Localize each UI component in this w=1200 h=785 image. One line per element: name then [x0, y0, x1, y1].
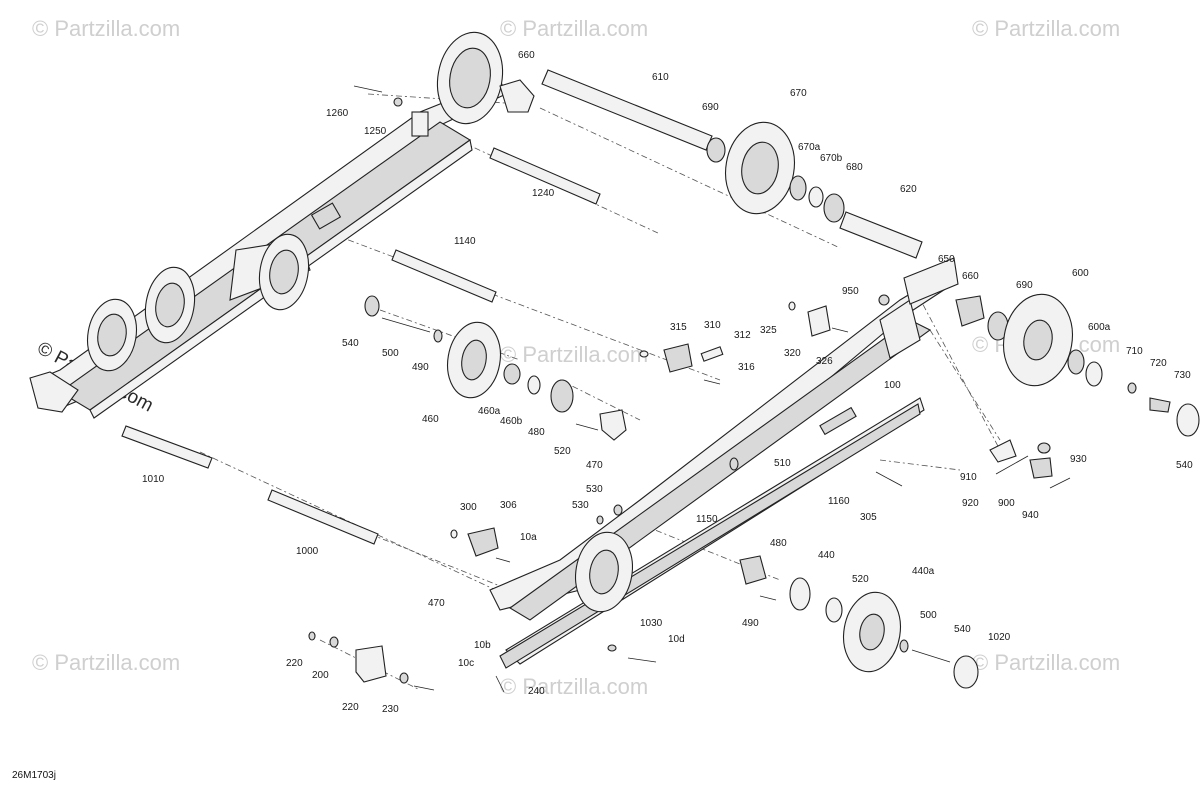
callout: 460 [422, 414, 439, 425]
callout: 600 [1072, 268, 1089, 279]
callout: 490 [742, 618, 759, 629]
callout: 200 [312, 670, 329, 681]
callout: 950 [842, 286, 859, 297]
right-wheel-parts [955, 293, 1200, 489]
callout: 316 [738, 362, 755, 373]
callout: 1030 [640, 618, 663, 629]
callout: 10a [520, 532, 537, 543]
callout: 480 [770, 538, 787, 549]
callout: 530 [572, 500, 589, 511]
watermark-text: © Partzilla.com [500, 16, 648, 41]
callout: 1140 [454, 236, 476, 247]
callout: 920 [962, 498, 979, 509]
callout: 910 [960, 472, 977, 483]
callout: 1000 [296, 546, 319, 557]
callout: 320 [784, 348, 801, 359]
watermark-text: © Partzilla.com [32, 650, 180, 675]
center-hardware [364, 294, 903, 563]
lower-slider-parts [308, 631, 657, 693]
callout: 230 [382, 704, 399, 715]
callout: 500 [920, 610, 937, 621]
callout-labels: 1260 1250 660 610 690 670 670a 670b 680 … [142, 50, 1193, 715]
callout: 100 [884, 380, 901, 391]
callout: 300 [460, 502, 477, 513]
callout: 680 [846, 162, 863, 173]
callout: 540 [954, 624, 971, 635]
callout: 650 [938, 254, 955, 265]
watermarks: © Partzilla.com © Partzilla.com © Partzi… [32, 16, 1120, 699]
callout: 326 [816, 356, 833, 367]
callout: 240 [528, 686, 545, 697]
callout: 460a [478, 406, 501, 417]
callout: 930 [1070, 454, 1087, 465]
watermark-text: © Partzilla.com [500, 342, 648, 367]
callout: 670b [820, 153, 843, 164]
callout: 940 [1022, 510, 1039, 521]
callout: 1010 [142, 474, 165, 485]
callout: 670a [798, 142, 821, 153]
callout: 510 [774, 458, 791, 469]
callout: 490 [412, 362, 429, 373]
callout: 520 [852, 574, 869, 585]
callout: 600a [1088, 322, 1111, 333]
callout: 670 [790, 88, 807, 99]
callout: 1020 [988, 632, 1011, 643]
callout: 540 [342, 338, 359, 349]
lower-right-wheel [739, 555, 979, 689]
callout: 306 [500, 500, 517, 511]
callout: 1150 [696, 514, 718, 525]
callout: 10d [668, 634, 685, 645]
right-rail-assembly [489, 257, 959, 669]
callout: 620 [900, 184, 917, 195]
callout: 900 [998, 498, 1015, 509]
callout: 310 [704, 320, 721, 331]
callout: 540 [1176, 460, 1193, 471]
callout: 520 [554, 446, 571, 457]
callout: 480 [528, 427, 545, 438]
callout: 530 [586, 484, 603, 495]
callout: 312 [734, 330, 751, 341]
callout: 1240 [532, 188, 555, 199]
callout: 305 [860, 512, 877, 523]
watermark-text: © Partzilla.com [32, 16, 180, 41]
rear-axle-parts [121, 69, 923, 545]
callout: 660 [518, 50, 535, 61]
callout: 220 [342, 702, 359, 713]
callout: 470 [586, 460, 603, 471]
callout: 10c [458, 658, 474, 669]
callout: 710 [1126, 346, 1143, 357]
callout: 440a [912, 566, 935, 577]
callout: 610 [652, 72, 669, 83]
callout: 460b [500, 416, 523, 427]
watermark-text: © Partzilla.com [972, 16, 1120, 41]
callout: 500 [382, 348, 399, 359]
callout: 660 [962, 271, 979, 282]
callout: 1250 [364, 126, 387, 137]
callout: 1260 [326, 108, 349, 119]
watermark-text: © Partzilla.com [972, 650, 1120, 675]
watermark-text: © Partzilla.com [500, 674, 648, 699]
callout: 220 [286, 658, 303, 669]
callout: 1160 [828, 496, 850, 507]
callout: 690 [1016, 280, 1033, 291]
callout: 315 [670, 322, 687, 333]
callout: 470 [428, 598, 445, 609]
figure-id: 26M1703j [12, 770, 56, 781]
callout: 10b [474, 640, 491, 651]
callout: 720 [1150, 358, 1167, 369]
left-rail-assembly [29, 31, 535, 419]
callout: 325 [760, 325, 777, 336]
callout: 730 [1174, 370, 1191, 381]
callout: 690 [702, 102, 719, 113]
callout: 440 [818, 550, 835, 561]
